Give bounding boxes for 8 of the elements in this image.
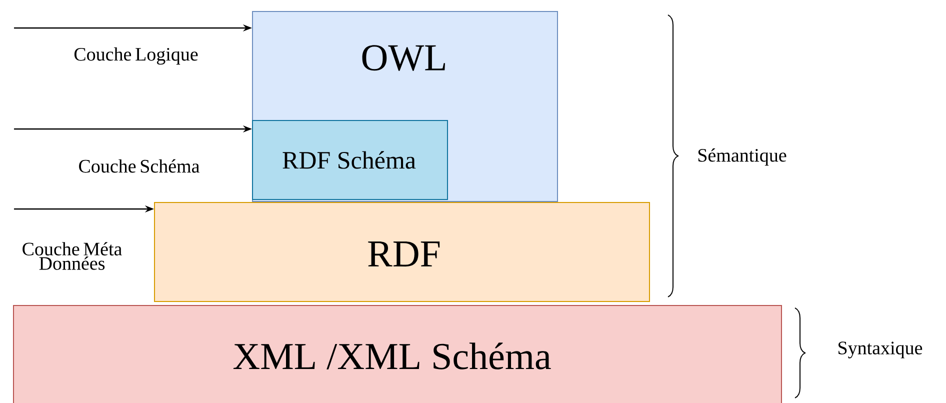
layer-label: Couche Schéma — [79, 159, 200, 173]
layer-box: XML /XML Schéma — [13, 304, 782, 403]
layer-box: RDF — [154, 202, 650, 302]
layer-label: Syntaxique — [838, 342, 922, 358]
layer-box: RDF Schéma — [252, 120, 448, 200]
layer-label: Sémantique — [698, 148, 786, 166]
layer-label: Couche Méta Données — [22, 242, 122, 270]
layer-label: Couche Logique — [74, 47, 198, 65]
